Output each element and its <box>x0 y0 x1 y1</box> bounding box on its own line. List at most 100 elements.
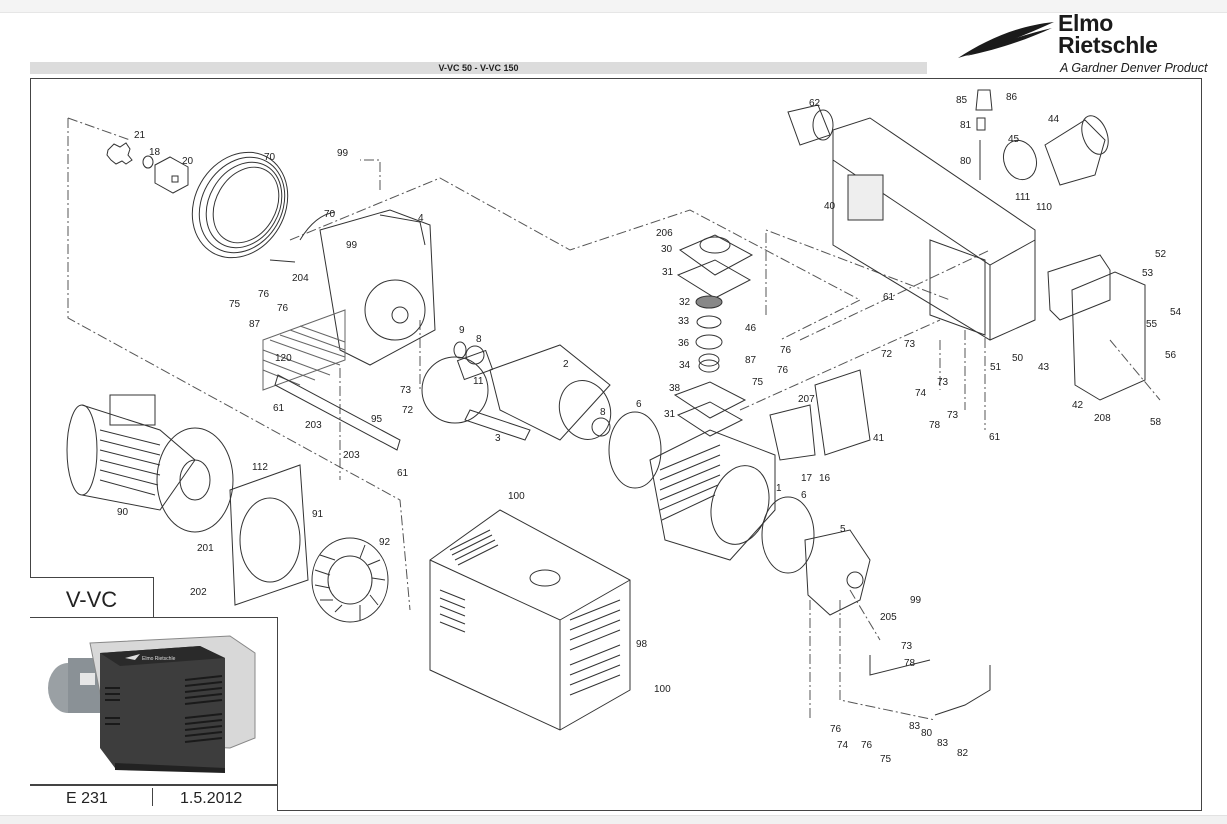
label-72: 72 <box>402 405 414 416</box>
label-61: 61 <box>273 403 285 414</box>
label-85: 85 <box>956 95 968 106</box>
label-201: 201 <box>197 543 214 554</box>
photo-cover-label: Elmo Rietschle <box>142 656 176 662</box>
label-2: 2 <box>563 359 569 370</box>
part-1-cylinder <box>649 429 776 561</box>
part-41-gasket <box>814 369 871 456</box>
part-21-coupling-star <box>106 142 133 165</box>
label-32: 32 <box>679 297 691 308</box>
brand-logo: Elmo Rietschle A Gardner Denver Product <box>956 12 1208 78</box>
part-42-cover <box>1071 271 1146 401</box>
label-76: 76 <box>861 740 873 751</box>
label-70: 70 <box>264 152 276 163</box>
label-72: 72 <box>881 349 893 360</box>
label-31: 31 <box>664 409 676 420</box>
brand-name-line2: Rietschle <box>1058 32 1158 58</box>
label-6: 6 <box>801 490 807 501</box>
brand-tagline: A Gardner Denver Product <box>1060 61 1208 75</box>
label-41: 41 <box>873 433 885 444</box>
label-92: 92 <box>379 537 391 548</box>
label-73: 73 <box>947 410 959 421</box>
label-42: 42 <box>1072 400 1084 411</box>
label-4: 4 <box>418 213 424 224</box>
label-74: 74 <box>915 388 927 399</box>
label-83: 83 <box>937 738 949 749</box>
label-111: 111 <box>1015 192 1031 203</box>
part-17-valve-plate <box>769 404 816 461</box>
part-2-rotor <box>456 344 612 441</box>
part-95-base-bar <box>274 374 401 451</box>
part-6-o-ring-b <box>761 496 815 574</box>
label-82: 82 <box>957 748 969 759</box>
label-99: 99 <box>337 148 349 159</box>
label-100: 100 <box>508 491 525 502</box>
label-76: 76 <box>258 289 270 300</box>
label-1: 1 <box>776 483 782 494</box>
part-44-filter-element <box>1044 115 1109 186</box>
part-8-bearing <box>465 345 485 365</box>
label-8: 8 <box>600 407 606 418</box>
series-box: V-VC <box>30 577 154 618</box>
label-207: 207 <box>798 394 815 405</box>
label-3: 3 <box>495 433 501 444</box>
part-9-ring <box>453 341 467 359</box>
label-8: 8 <box>476 334 482 345</box>
part-6-o-ring-a <box>608 411 662 489</box>
label-78: 78 <box>929 420 941 431</box>
part-4-bearing-housing <box>319 209 436 366</box>
product-photo-box: Elmo Rietschle <box>30 617 278 785</box>
label-17: 17 <box>801 473 813 484</box>
label-20: 20 <box>182 156 194 167</box>
part-92-fan <box>311 537 389 623</box>
label-73: 73 <box>904 339 916 350</box>
viewer-bottom-bar <box>0 815 1227 824</box>
label-61: 61 <box>397 468 409 479</box>
label-40: 40 <box>824 201 836 212</box>
label-120: 120 <box>275 353 292 364</box>
label-76: 76 <box>777 365 789 376</box>
part-81-fitting <box>976 117 986 131</box>
label-78: 78 <box>904 658 916 669</box>
label-55: 55 <box>1146 319 1158 330</box>
photo-logo-icon <box>125 654 140 660</box>
document-footer: E 231 1.5.2012 <box>30 785 278 811</box>
part-18-ring <box>142 155 154 169</box>
label-53: 53 <box>1142 268 1154 279</box>
footer-divider <box>152 788 153 806</box>
label-75: 75 <box>880 754 892 765</box>
label-61: 61 <box>883 292 895 303</box>
label-204: 204 <box>292 273 309 284</box>
part-70-oil-coil <box>191 151 336 263</box>
brand-name: Elmo Rietschle <box>1058 12 1158 58</box>
label-87: 87 <box>745 355 757 366</box>
label-73: 73 <box>901 641 913 652</box>
exploded-parts-diagram: 21 18 20 70 99 70 4 99 204 75 76 76 87 1… <box>66 89 1182 765</box>
part-80-pipe <box>934 665 991 716</box>
part-8-bearing-b <box>591 417 611 437</box>
label-83: 83 <box>909 721 921 732</box>
part-78-tube <box>869 655 931 676</box>
part-5-end-cover <box>804 529 871 616</box>
part-120-mesh-guard <box>262 309 346 391</box>
label-11: 11 <box>473 376 484 387</box>
label-46: 46 <box>745 323 757 334</box>
viewer-top-bar <box>0 0 1227 13</box>
label-6: 6 <box>636 399 642 410</box>
label-206: 206 <box>656 228 673 239</box>
label-90: 90 <box>117 507 129 518</box>
label-87: 87 <box>249 319 261 330</box>
label-95: 95 <box>371 414 383 425</box>
label-205: 205 <box>880 612 897 623</box>
label-18: 18 <box>149 147 161 158</box>
swoosh-logo-icon <box>958 22 1054 58</box>
label-99: 99 <box>910 595 922 606</box>
label-52: 52 <box>1155 249 1167 260</box>
label-208: 208 <box>1094 413 1111 424</box>
label-110: 110 <box>1036 202 1052 213</box>
label-43: 43 <box>1038 362 1050 373</box>
product-photo: Elmo Rietschle <box>48 635 256 773</box>
label-75: 75 <box>229 299 241 310</box>
valve-stack <box>673 234 754 437</box>
label-50: 50 <box>1012 353 1024 364</box>
part-90-motor <box>66 394 234 533</box>
